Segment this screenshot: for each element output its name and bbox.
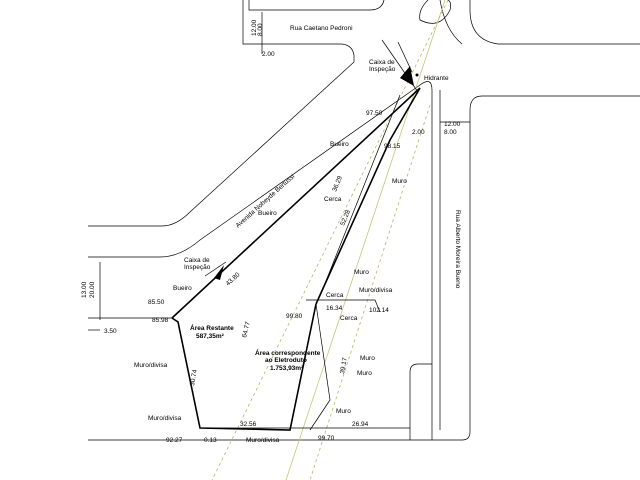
street-edge-caetano-south — [88, 0, 355, 227]
bueiro-label-2: Bueiro — [258, 210, 277, 217]
dim-8-top: 8.00 — [257, 23, 264, 36]
area-restante-value: 587,35m² — [196, 333, 225, 340]
dim-6477: 64.77 — [241, 321, 252, 339]
dim-9980: 99.80 — [286, 313, 303, 320]
dim-2694: 26.94 — [352, 421, 369, 428]
lot-edge-lower-right — [309, 303, 331, 431]
caixa-left-arrow-icon — [214, 265, 224, 280]
area-restante-title: Área Restante — [190, 323, 234, 332]
street-noheyde-label: Avenida Noheyde Bertussi — [235, 173, 297, 229]
street-edge-caetano-north — [248, 0, 385, 11]
cerca-label-1: Cerca — [324, 196, 342, 203]
survey-line-left — [204, 261, 227, 277]
dim-3917: 39.17 — [339, 357, 349, 375]
dim-2-right: 2.00 — [412, 129, 425, 136]
lot-boundary — [171, 87, 421, 431]
caixa-left-label-2: Inspeção — [184, 264, 211, 271]
dim-2-top: 2.00 — [262, 51, 275, 58]
street-notch — [409, 363, 432, 440]
dim-3629: 36.29 — [331, 175, 344, 193]
dim-12-top: 12.00 — [251, 19, 258, 36]
dim-12-right: 12.00 — [444, 121, 461, 128]
lot-edge-fence-upper — [315, 87, 421, 305]
fence-line-inner — [319, 94, 401, 297]
street-alberto-label: Rua Alberto Moreira Bueno — [454, 210, 461, 289]
lot-edge-avenida — [171, 87, 421, 319]
dim-5228: 52.28 — [339, 209, 352, 227]
lot-edge-cerca-mid — [306, 299, 381, 313]
eletroduto-corridor — [211, 0, 449, 480]
survey-lines — [204, 39, 419, 280]
dim-10214: 102.14 — [369, 307, 389, 314]
dim-9750: 97.50 — [366, 110, 383, 117]
area-eletroduto-value: 1.753,93m² — [270, 365, 304, 372]
caixa-left-label-1: Caixa de — [184, 257, 210, 264]
roundabout-edge — [419, 0, 452, 24]
muro-label-5: Muro — [336, 408, 351, 415]
street-edge-top-right — [469, 0, 640, 45]
dim-9815: 98.15 — [384, 143, 401, 150]
eletroduto-line-a — [285, 0, 446, 480]
muro-label-1: Muro — [392, 178, 407, 185]
dim-8550: 85.50 — [148, 299, 165, 306]
dim-13: 13.00 — [81, 281, 88, 298]
hidrante-icon — [415, 73, 419, 77]
area-eletroduto-title-2: ao Eletroduto — [265, 357, 307, 364]
dim-013: 0.13 — [204, 437, 217, 444]
dim-8598: 85.98 — [152, 317, 169, 324]
dim-350: 3.50 — [104, 328, 117, 335]
dim-9970: 99.70 — [318, 435, 335, 442]
dim-1634: 16.34 — [326, 305, 343, 312]
muro-label-3: Muro — [360, 355, 375, 362]
bueiro-label-3: Bueiro — [173, 285, 192, 292]
muro-label-4: Muro — [357, 370, 372, 377]
street-edge-alberto-east — [432, 95, 640, 441]
hidrante-label: Hidrante — [424, 75, 449, 82]
muro-divisa-label-2: Muro/divisa — [134, 362, 168, 369]
eletroduto-line-b — [211, 0, 449, 480]
dim-20: 20.00 — [89, 281, 96, 298]
cerca-label-3: Cerca — [340, 315, 358, 322]
street-edge-lot-corner — [88, 81, 433, 441]
bueiro-label-1: Bueiro — [330, 141, 349, 148]
muro-divisa-label-3: Muro/divisa — [148, 415, 182, 422]
dim-3256: 32.56 — [240, 421, 257, 428]
muro-label-2: Muro — [354, 269, 369, 276]
street-edge-round-top — [439, 0, 463, 45]
caixa-top-arrow-icon — [400, 66, 414, 86]
muro-divisa-label-4: Muro/divisa — [246, 437, 280, 444]
dim-9227: 92.27 — [166, 437, 183, 444]
muro-divisa-label-1: Muro/divisa — [359, 287, 393, 294]
street-caetano-label: Rua Caetano Pedroni — [290, 25, 353, 32]
cerca-label-2: Cerca — [326, 292, 344, 299]
dimension-ticks — [88, 12, 470, 331]
area-eletroduto-title-1: Área correspondente — [255, 348, 321, 357]
dim-4380: 43.80 — [225, 271, 242, 287]
caixa-top-label-2: Inspeção — [369, 66, 396, 73]
street-outlines — [88, 0, 640, 441]
dim-8-right: 8.00 — [444, 129, 457, 136]
caixa-top-label-1: Caixa de — [369, 59, 395, 66]
dim-3074: 30.74 — [189, 369, 199, 387]
